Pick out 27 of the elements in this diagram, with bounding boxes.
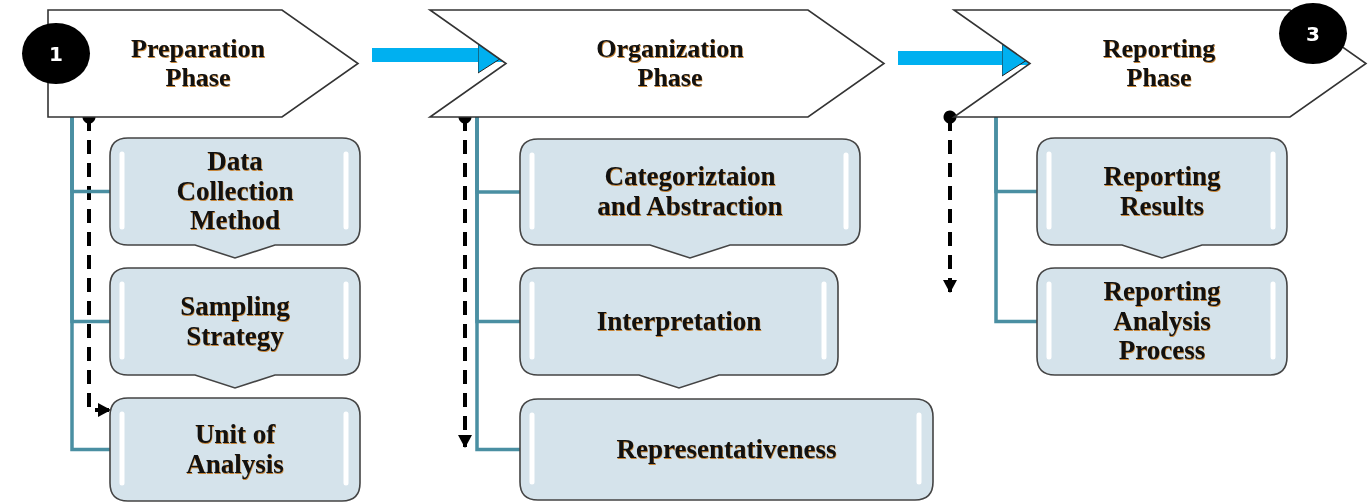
callout-box [520,268,838,388]
callout-box [1037,138,1287,258]
phase-title: Organization Phase [595,32,745,94]
callout-box [1037,268,1287,375]
step-label: Data Collection Method [175,144,295,238]
callout-box [110,398,360,501]
phase-title: Reporting Phase [1101,32,1217,94]
phase-title: Preparation Phase [130,32,266,94]
connector-line [70,117,110,452]
step-label: Reporting Results [1102,159,1222,223]
connector-line [994,117,1037,324]
dashed-arrow [943,110,957,293]
phase-chevron [48,10,358,117]
connector-line [475,117,520,452]
callout-number: 1 [22,23,90,85]
step-label: Representativeness [615,432,838,466]
phase-chevron [430,10,884,117]
step-label: Categoriztaion and Abstraction [596,160,784,223]
step-label: Unit of Analysis [185,417,285,481]
callout-box [520,139,860,258]
phase-chevron [954,10,1366,117]
callout-box [110,138,360,258]
step-label: Sampling Strategy [179,289,291,353]
step-label: Interpretation [595,304,763,338]
step-label: Reporting Analysis Process [1102,274,1222,368]
callout-box [520,399,933,500]
callout-box [110,268,360,388]
